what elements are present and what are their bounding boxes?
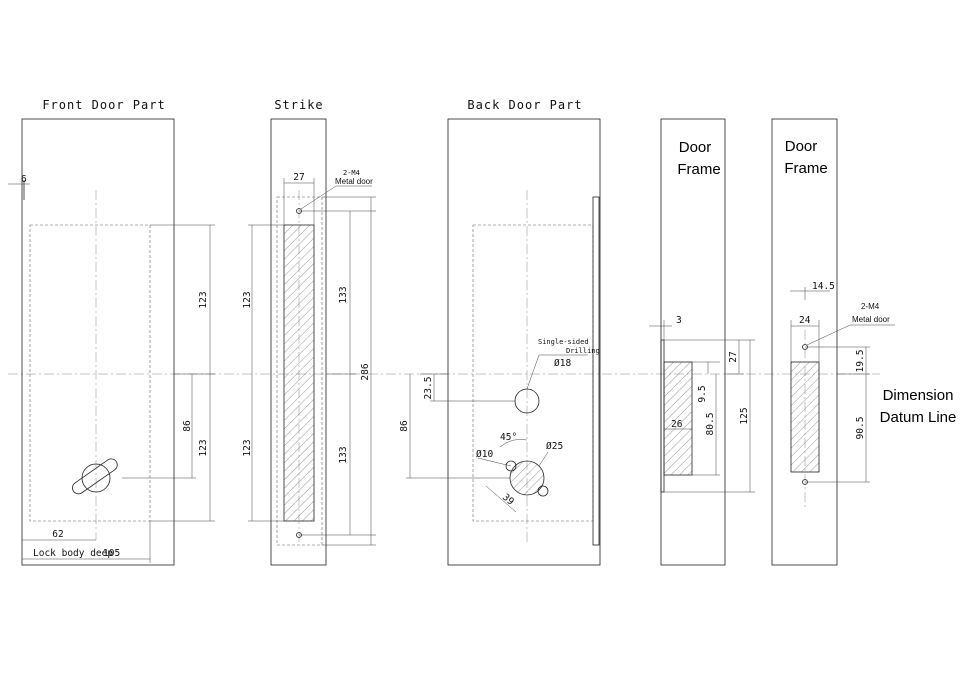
frame2-screw-note: 2-M4 [861, 302, 880, 311]
back-dim-86: 86 [399, 420, 410, 432]
front-dim-62: 62 [52, 529, 63, 540]
datum-label-line1: Dimension [883, 387, 954, 404]
back-handle-hole [505, 460, 549, 497]
strike-dim-133-top: 133 [338, 286, 349, 303]
strike-dim-133-bottom: 133 [338, 446, 349, 463]
frame2-outline [771, 118, 838, 566]
back-drilling-note-2: Drilling [566, 347, 600, 355]
back-door-title: Back Door Part [467, 98, 582, 112]
frame1-title-line1: Door [679, 139, 712, 156]
frame1-dim-80-5: 80.5 [705, 413, 716, 436]
back-dim-45deg: 45° [500, 432, 517, 443]
frame2-title-line2: Frame [784, 160, 827, 177]
front-dim-123-top: 123 [198, 291, 209, 308]
strike-part: Strike 27 2-M4 Metal door 123 123 133 13… [242, 98, 376, 566]
strike-plate [276, 196, 323, 546]
back-dim-phi18: Ø18 [554, 358, 571, 369]
frame2-dim-19-5: 19.5 [855, 350, 866, 373]
frame2-metal-note: Metal door [852, 315, 890, 324]
frame1-dim-26: 26 [671, 419, 683, 430]
frame1-title-line2: Frame [677, 161, 720, 178]
front-door-part: Front Door Part 6 123 86 123 62 Lock bod… [8, 98, 215, 566]
back-dim-23-5: 23.5 [423, 377, 434, 400]
strike-dim-286: 286 [360, 363, 371, 380]
front-dim-86: 86 [182, 420, 193, 432]
back-door-outline [447, 118, 601, 566]
back-dim-39: 39 [500, 492, 516, 508]
front-handle-spindle [72, 458, 118, 495]
front-lock-body [29, 224, 151, 522]
front-door-title: Front Door Part [42, 98, 165, 112]
back-dim-phi10: Ø10 [476, 449, 493, 460]
back-faceplate [592, 196, 600, 546]
frame1-dim-125: 125 [739, 407, 750, 424]
back-door-part: Back Door Part Single-sided Drilling Ø18… [399, 98, 601, 566]
frame1-outline [660, 118, 726, 566]
door-frame-2: Door Frame 14.5 24 2-M4 Metal door 19.5 … [771, 118, 895, 566]
frame2-dim-24: 24 [799, 315, 811, 326]
frame1-dim-3: 3 [676, 315, 682, 326]
front-dim-6: 6 [21, 174, 27, 185]
frame2-dim-14-5: 14.5 [812, 281, 835, 292]
frame1-dim-27: 27 [728, 351, 739, 362]
door-frame-1: Door Frame 3 27 9.5 80.5 125 26 [649, 118, 755, 566]
back-drilling-note-1: Single-sided [538, 338, 589, 346]
strike-metal-note: Metal door [335, 177, 373, 186]
strike-dim-27: 27 [293, 172, 304, 183]
frame1-strike-plate [660, 339, 665, 493]
frame1-dim-9-5: 9.5 [697, 385, 708, 402]
strike-dim-123-top: 123 [242, 291, 253, 308]
strike-outline [270, 118, 327, 566]
strike-title: Strike [274, 98, 323, 112]
frame2-title-line1: Door [785, 138, 818, 155]
back-dim-phi25: Ø25 [546, 441, 563, 452]
front-dim-105: 105 [103, 548, 120, 559]
frame1-hatched-recess [663, 361, 693, 476]
front-lock-body-label: Lock body deep [33, 548, 113, 559]
front-dim-123-bottom: 123 [198, 439, 209, 456]
datum-label-line2: Datum Line [880, 409, 957, 426]
frame2-dim-90-5: 90.5 [855, 417, 866, 440]
strike-screw-note: 2-M4 [343, 169, 360, 177]
strike-dim-123-bottom: 123 [242, 439, 253, 456]
front-door-outline [21, 118, 175, 566]
